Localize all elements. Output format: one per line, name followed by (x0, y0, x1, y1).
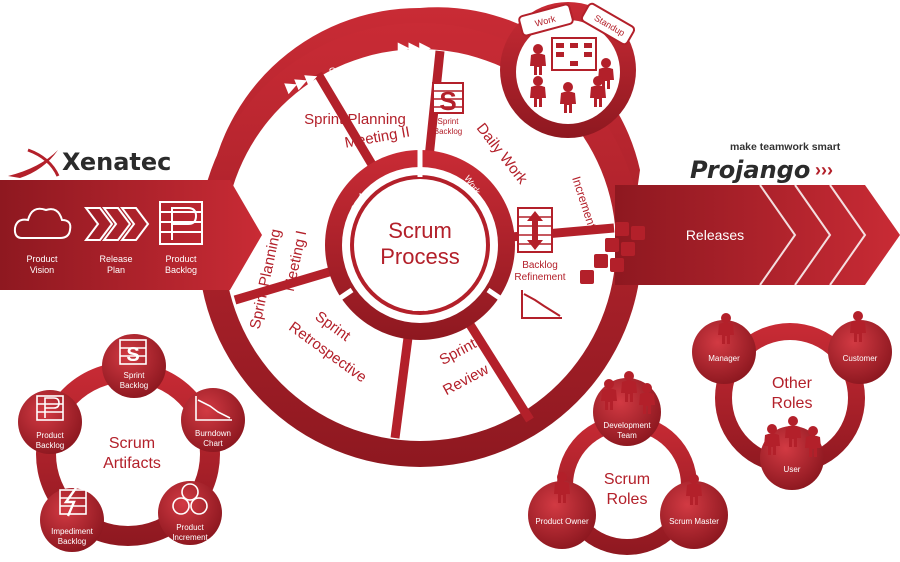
brand-right-tagline: make teamwork smart (730, 141, 841, 153)
roles-ring (528, 378, 728, 555)
scrum-master-label: Scrum Master (669, 517, 719, 526)
artifact-impediment-icon (59, 487, 87, 517)
taskboard-icon (551, 37, 597, 71)
artifact-burndown-icon (195, 396, 232, 421)
sprint-cycle-chevrons-right: ▶▶▶ (397, 39, 432, 55)
artifact-sprint-backlog-icon: S (119, 339, 147, 366)
svg-text:S: S (439, 86, 456, 116)
brand-right-name: Projango (690, 156, 810, 184)
increments-blocks (580, 222, 645, 284)
manager-label: Manager (708, 354, 740, 363)
brand-left-name: Xenatec (62, 148, 171, 176)
inner-end-label: End (412, 303, 428, 313)
cloud-icon (13, 207, 72, 239)
product-backlog-icon (159, 201, 203, 245)
releases-label: Releases (686, 227, 744, 243)
sprint-planning-2-label: Sprint Planning (304, 111, 406, 128)
releases-arrow (615, 184, 900, 286)
projango-logo: make teamwork smart Projango ››› (690, 141, 841, 184)
artifacts-ring (18, 334, 245, 552)
input-arrow (0, 180, 262, 290)
chevrons-icon (84, 207, 150, 241)
svg-text:S: S (126, 344, 139, 366)
artifact-increment-icon (172, 483, 208, 515)
xenatec-logo: Xenatec (8, 148, 171, 178)
artifact-product-backlog-icon (36, 395, 64, 421)
backlog-refinement-icon (517, 207, 553, 253)
sprint-backlog-small-icon: S (432, 82, 464, 116)
inner-ring (325, 150, 515, 340)
customer-label: Customer (843, 354, 878, 363)
product-owner-label: Product Owner (535, 517, 589, 526)
brand-right-chevrons: ››› (815, 160, 833, 180)
user-label: User (784, 465, 801, 474)
burndown-small-icon (521, 290, 562, 319)
